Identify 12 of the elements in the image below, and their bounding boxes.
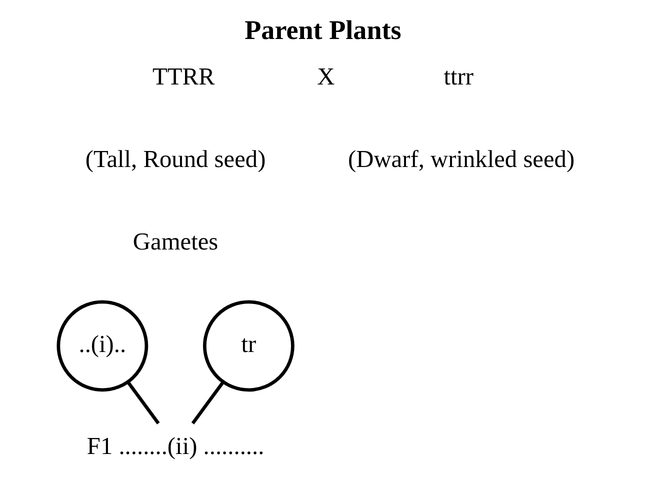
node-circle: ..(i).. [56, 300, 148, 392]
diagram-title: Parent Plants [244, 15, 402, 46]
connector [191, 381, 224, 424]
node-circle: tr [202, 300, 294, 392]
label: (Tall, Round seed) [85, 146, 266, 174]
label: Gametes [132, 228, 218, 256]
label: X [317, 63, 335, 90]
node-text: F1 ........(ii) .......... [86, 433, 264, 460]
connector [126, 381, 160, 424]
label: (Dwarf, wrinkled seed) [348, 146, 575, 174]
label: TTRR [152, 63, 215, 90]
label: ttrr [444, 63, 474, 90]
